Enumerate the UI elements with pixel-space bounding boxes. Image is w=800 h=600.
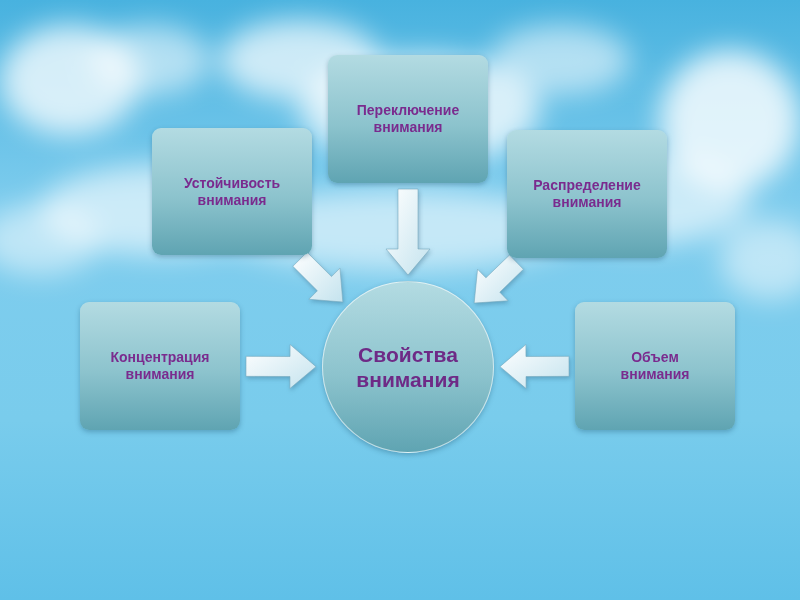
block-arrow xyxy=(293,252,343,302)
clouds xyxy=(0,20,800,300)
property-box: Концентрация внимания xyxy=(80,302,240,430)
node-label: Объем внимания xyxy=(621,349,690,383)
block-arrow xyxy=(246,345,316,389)
property-box: Распределение внимания xyxy=(507,130,667,258)
node-label: Устойчивость внимания xyxy=(184,175,280,209)
node-label: Концентрация внимания xyxy=(111,349,210,383)
block-arrow xyxy=(500,345,569,389)
node-label: Свойства внимания xyxy=(356,342,459,392)
block-arrow xyxy=(474,255,523,303)
property-box: Устойчивость внимания xyxy=(152,128,312,255)
center-circle: Свойства внимания xyxy=(322,281,494,453)
node-label: Распределение внимания xyxy=(533,177,641,211)
block-arrow xyxy=(386,189,430,275)
node-label: Переключение внимания xyxy=(357,102,459,136)
property-box: Переключение внимания xyxy=(328,55,488,183)
property-box: Объем внимания xyxy=(575,302,735,430)
